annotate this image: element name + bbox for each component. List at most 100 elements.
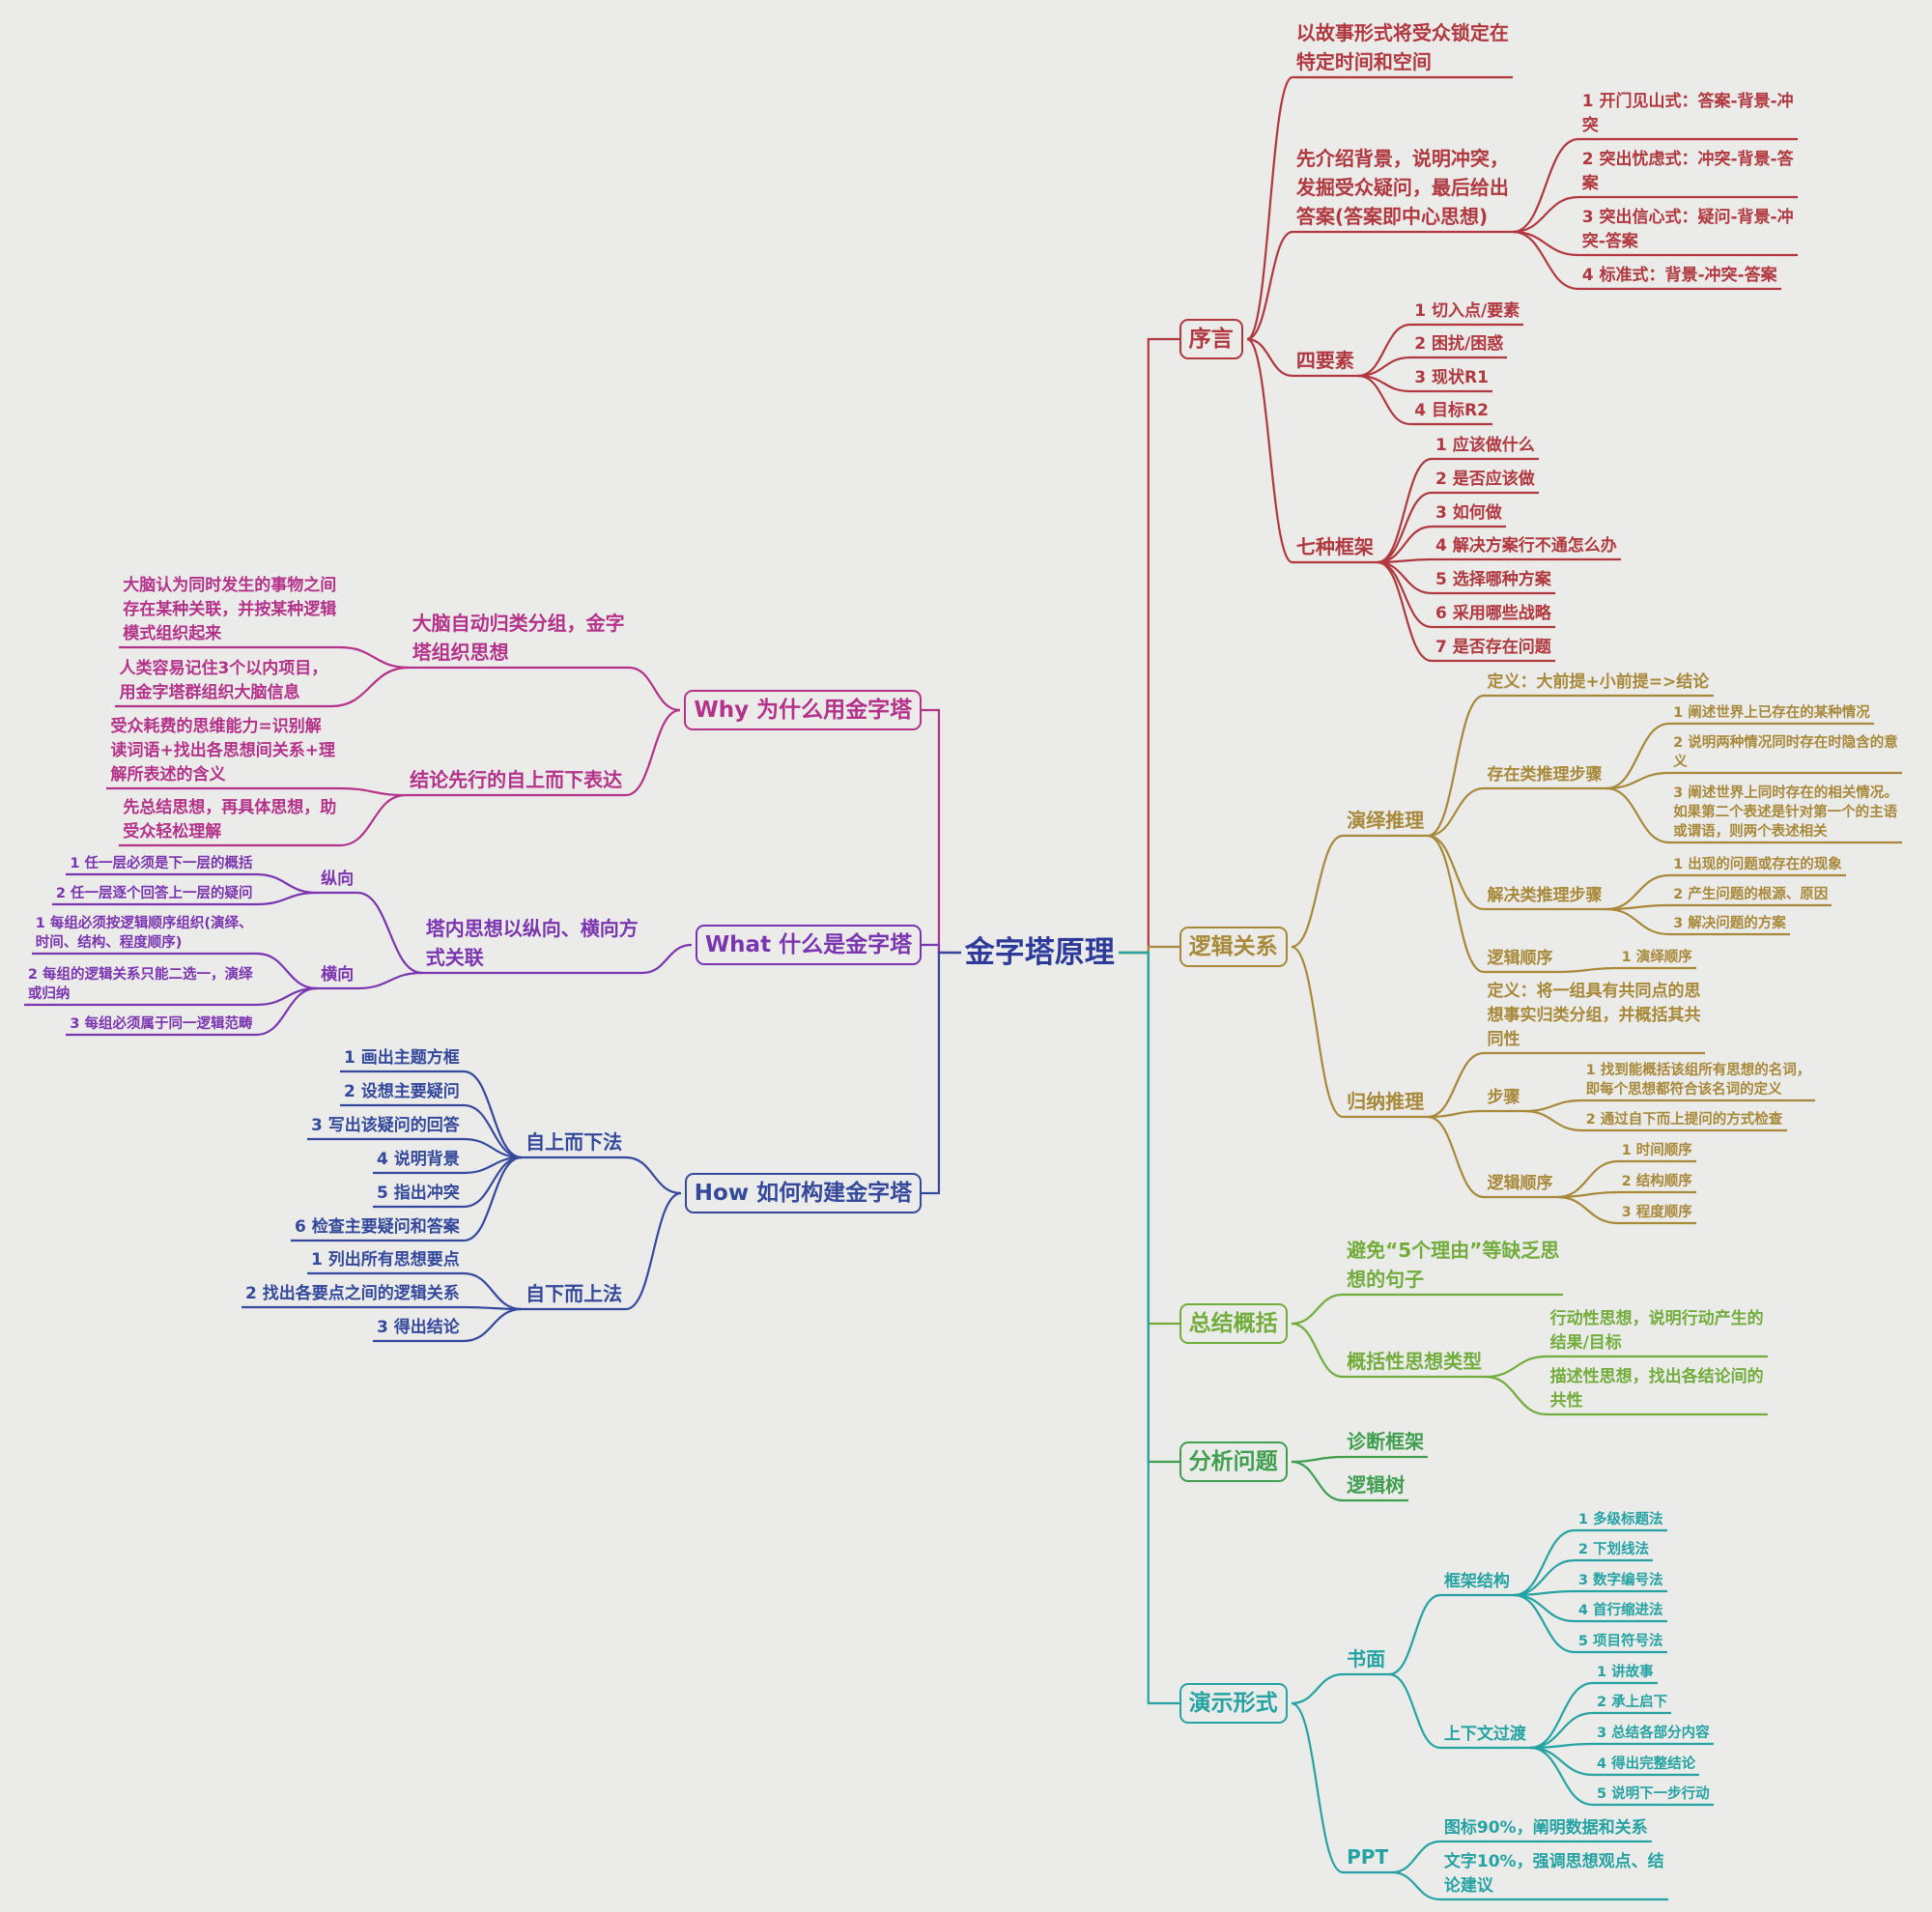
topic-node[interactable]: 大脑自动归类分组，金字 塔组织思想 — [412, 612, 625, 665]
topic-node[interactable]: 定义：将一组具有共同点的思 想事实归类分组，并概括其共 同性 — [1487, 982, 1701, 1050]
topic-node[interactable]: 5 说明下一步行动 — [1597, 1786, 1710, 1803]
main-branch-r4[interactable]: 演示形式 — [1179, 1683, 1288, 1725]
topic-node[interactable]: 七种框架 — [1295, 535, 1374, 559]
topic-node[interactable]: 1 每组必须按逻辑顺序组织(演绎、 时间、结构、程度顺序) — [35, 916, 253, 952]
topic-node[interactable]: 5 指出冲突 — [377, 1183, 460, 1203]
main-branch-r3[interactable]: 分析问题 — [1179, 1441, 1288, 1483]
topic-node[interactable]: 框架结构 — [1443, 1572, 1510, 1591]
topic-node[interactable]: 1 阐述世界上已存在的某种情况 — [1673, 705, 1870, 722]
topic-node[interactable]: 2 设想主要疑问 — [344, 1081, 460, 1101]
topic-node[interactable]: 1 讲故事 — [1597, 1664, 1654, 1680]
main-branch-l1[interactable]: What 什么是金字塔 — [695, 924, 923, 965]
topic-node[interactable]: 1 画出主题方框 — [344, 1047, 460, 1068]
topic-node[interactable]: 2 突出忧虑式：冲突-背景-答 案 — [1581, 150, 1794, 194]
topic-node[interactable]: 解决类推理步骤 — [1487, 885, 1603, 905]
main-branch-r0[interactable]: 序言 — [1179, 319, 1243, 360]
topic-node[interactable]: 6 检查主要疑问和答案 — [295, 1216, 460, 1237]
topic-node[interactable]: 逻辑树 — [1347, 1472, 1406, 1497]
topic-node[interactable]: 1 多级标题法 — [1577, 1511, 1663, 1527]
topic-node[interactable]: 3 如何做 — [1435, 502, 1502, 523]
topic-node[interactable]: 定义：大前提+小前提=>结论 — [1487, 671, 1710, 692]
topic-node[interactable]: 4 标准式：背景-冲突-答案 — [1581, 265, 1777, 285]
topic-node[interactable]: 2 是否应该做 — [1435, 469, 1535, 489]
topic-node[interactable]: 存在类推理步骤 — [1487, 764, 1603, 785]
topic-node[interactable]: 2 承上启下 — [1597, 1695, 1668, 1711]
topic-node[interactable]: 2 说明两种情况同时存在时隐含的意 义 — [1673, 734, 1898, 770]
topic-node[interactable]: 归纳推理 — [1347, 1090, 1425, 1113]
topic-node[interactable]: 2 困扰/困惑 — [1414, 334, 1504, 355]
topic-node[interactable]: 1 出现的问题或存在的现象 — [1673, 857, 1842, 873]
topic-node[interactable]: 3 得出结论 — [377, 1318, 460, 1338]
topic-node[interactable]: 演绎推理 — [1347, 809, 1425, 833]
topic-node[interactable]: 5 选择哪种方案 — [1435, 570, 1551, 590]
topic-node[interactable]: 避免“5个理由”等缺乏思 想的句子 — [1347, 1239, 1560, 1292]
topic-node[interactable]: 3 突出信心式：疑问-背景-冲 突-答案 — [1581, 208, 1794, 251]
topic-node[interactable]: 图标90%，阐明数据和关系 — [1443, 1818, 1648, 1839]
topic-node[interactable]: 1 切入点/要素 — [1414, 300, 1520, 321]
topic-node[interactable]: 2 每组的逻辑关系只能二选一，演绎 或归纳 — [27, 966, 253, 1002]
topic-node[interactable]: 1 找到能概括该组所有思想的名词， 即每个思想都符合该名词的定义 — [1585, 1063, 1811, 1099]
topic-node[interactable]: 自下而上法 — [526, 1281, 623, 1305]
topic-node[interactable]: 书面 — [1347, 1646, 1386, 1670]
topic-node[interactable]: 6 采用哪些战略 — [1435, 604, 1551, 624]
topic-node[interactable]: 诊断框架 — [1347, 1430, 1425, 1454]
main-branch-r1[interactable]: 逻辑关系 — [1179, 927, 1288, 968]
topic-node[interactable]: 4 解决方案行不通怎么办 — [1435, 536, 1617, 556]
topic-node[interactable]: 3 程度顺序 — [1621, 1204, 1692, 1220]
topic-node[interactable]: 描述性思想，找出各结论间的 共性 — [1549, 1367, 1764, 1412]
topic-node[interactable]: 1 时间顺序 — [1621, 1143, 1692, 1159]
topic-node[interactable]: 7 是否存在问题 — [1435, 637, 1551, 657]
topic-node[interactable]: 2 找出各要点之间的逻辑关系 — [245, 1283, 460, 1303]
main-branch-l2[interactable]: How 如何构建金字塔 — [684, 1173, 923, 1214]
topic-node[interactable]: 1 开门见山式：答案-背景-冲 突 — [1581, 92, 1794, 136]
topic-node[interactable]: 塔内思想以纵向、横向方 式关联 — [425, 917, 639, 970]
topic-node[interactable]: PPT — [1347, 1844, 1389, 1869]
topic-node[interactable]: 概括性思想类型 — [1347, 1350, 1483, 1374]
topic-node[interactable]: 4 得出完整结论 — [1597, 1755, 1696, 1772]
branch-connector — [1605, 722, 1670, 790]
topic-node[interactable]: 3 阐述世界上同时存在的相关情况。 如果第二个表述是针对第一个的主语 或谓语，则… — [1673, 785, 1898, 841]
topic-node[interactable]: 2 通过自下而上提问的方式检查 — [1585, 1112, 1783, 1128]
topic-node[interactable]: 3 解决问题的方案 — [1673, 916, 1786, 932]
topic-node[interactable]: 上下文过渡 — [1443, 1725, 1526, 1745]
topic-node[interactable]: 3 总结各部分内容 — [1597, 1725, 1710, 1741]
topic-node[interactable]: 步骤 — [1487, 1087, 1520, 1107]
main-branch-l0[interactable]: Why 为什么用金字塔 — [684, 690, 923, 731]
topic-node[interactable]: 文字10%，强调思想观点、结 论建议 — [1443, 1851, 1664, 1896]
topic-node[interactable]: 2 下划线法 — [1577, 1542, 1650, 1558]
topic-node[interactable]: 人类容易记住3个以内项目， 用金字塔群组织大脑信息 — [119, 658, 328, 702]
topic-node[interactable]: 四要素 — [1295, 349, 1354, 373]
topic-node[interactable]: 3 数字编号法 — [1577, 1572, 1663, 1588]
topic-node[interactable]: 1 任一层必须是下一层的概括 — [70, 855, 253, 871]
topic-node[interactable]: 1 应该做什么 — [1435, 435, 1535, 455]
branch-connector — [1291, 1293, 1344, 1326]
topic-node[interactable]: 2 任一层逐个回答上一层的疑问 — [55, 885, 253, 901]
main-branch-r2[interactable]: 总结概括 — [1179, 1303, 1288, 1345]
topic-node[interactable]: 逻辑顺序 — [1487, 948, 1553, 968]
topic-node[interactable]: 5 项目符号法 — [1577, 1634, 1663, 1650]
topic-node[interactable]: 逻辑顺序 — [1487, 1174, 1553, 1193]
topic-node[interactable]: 4 说明背景 — [377, 1149, 460, 1169]
topic-node[interactable]: 大脑认为同时发生的事物之间 存在某种关联，并按某种逻辑 模式组织起来 — [123, 576, 337, 644]
topic-node[interactable]: 4 首行缩进法 — [1577, 1603, 1663, 1619]
topic-node[interactable]: 3 写出该疑问的回答 — [311, 1115, 460, 1135]
topic-node[interactable]: 3 每组必须属于同一逻辑范畴 — [70, 1015, 253, 1032]
topic-node[interactable]: 2 结构顺序 — [1621, 1174, 1692, 1189]
topic-node[interactable]: 先介绍背景，说明冲突， 发掘受众疑问，最后给出 答案(答案即中心思想) — [1295, 147, 1509, 229]
topic-node[interactable]: 受众耗费的思维能力=识别解 读词语+找出各思想间关系+理 解所表述的含义 — [110, 716, 335, 785]
topic-node[interactable]: 2 产生问题的根源、原因 — [1673, 886, 1829, 902]
topic-node[interactable]: 纵向 — [321, 869, 355, 889]
topic-node[interactable]: 以故事形式将受众锁定在 特定时间和空间 — [1295, 21, 1509, 74]
trunk-connector — [922, 951, 961, 1195]
topic-node[interactable]: 自上而下法 — [526, 1130, 623, 1155]
topic-node[interactable]: 横向 — [321, 965, 355, 985]
topic-node[interactable]: 3 现状R1 — [1414, 367, 1489, 387]
topic-node[interactable]: 1 演绎顺序 — [1621, 949, 1692, 965]
topic-node[interactable]: 行动性思想，说明行动产生的 结果/目标 — [1549, 1309, 1764, 1354]
branch-connector — [339, 793, 407, 847]
topic-node[interactable]: 结论先行的自上而下表达 — [410, 768, 623, 792]
central-topic[interactable]: 金字塔原理 — [964, 934, 1115, 970]
topic-node[interactable]: 1 列出所有思想要点 — [311, 1250, 460, 1270]
topic-node[interactable]: 先总结思想，再具体思想，助 受众轻松理解 — [123, 797, 337, 842]
topic-node[interactable]: 4 目标R2 — [1414, 401, 1489, 421]
